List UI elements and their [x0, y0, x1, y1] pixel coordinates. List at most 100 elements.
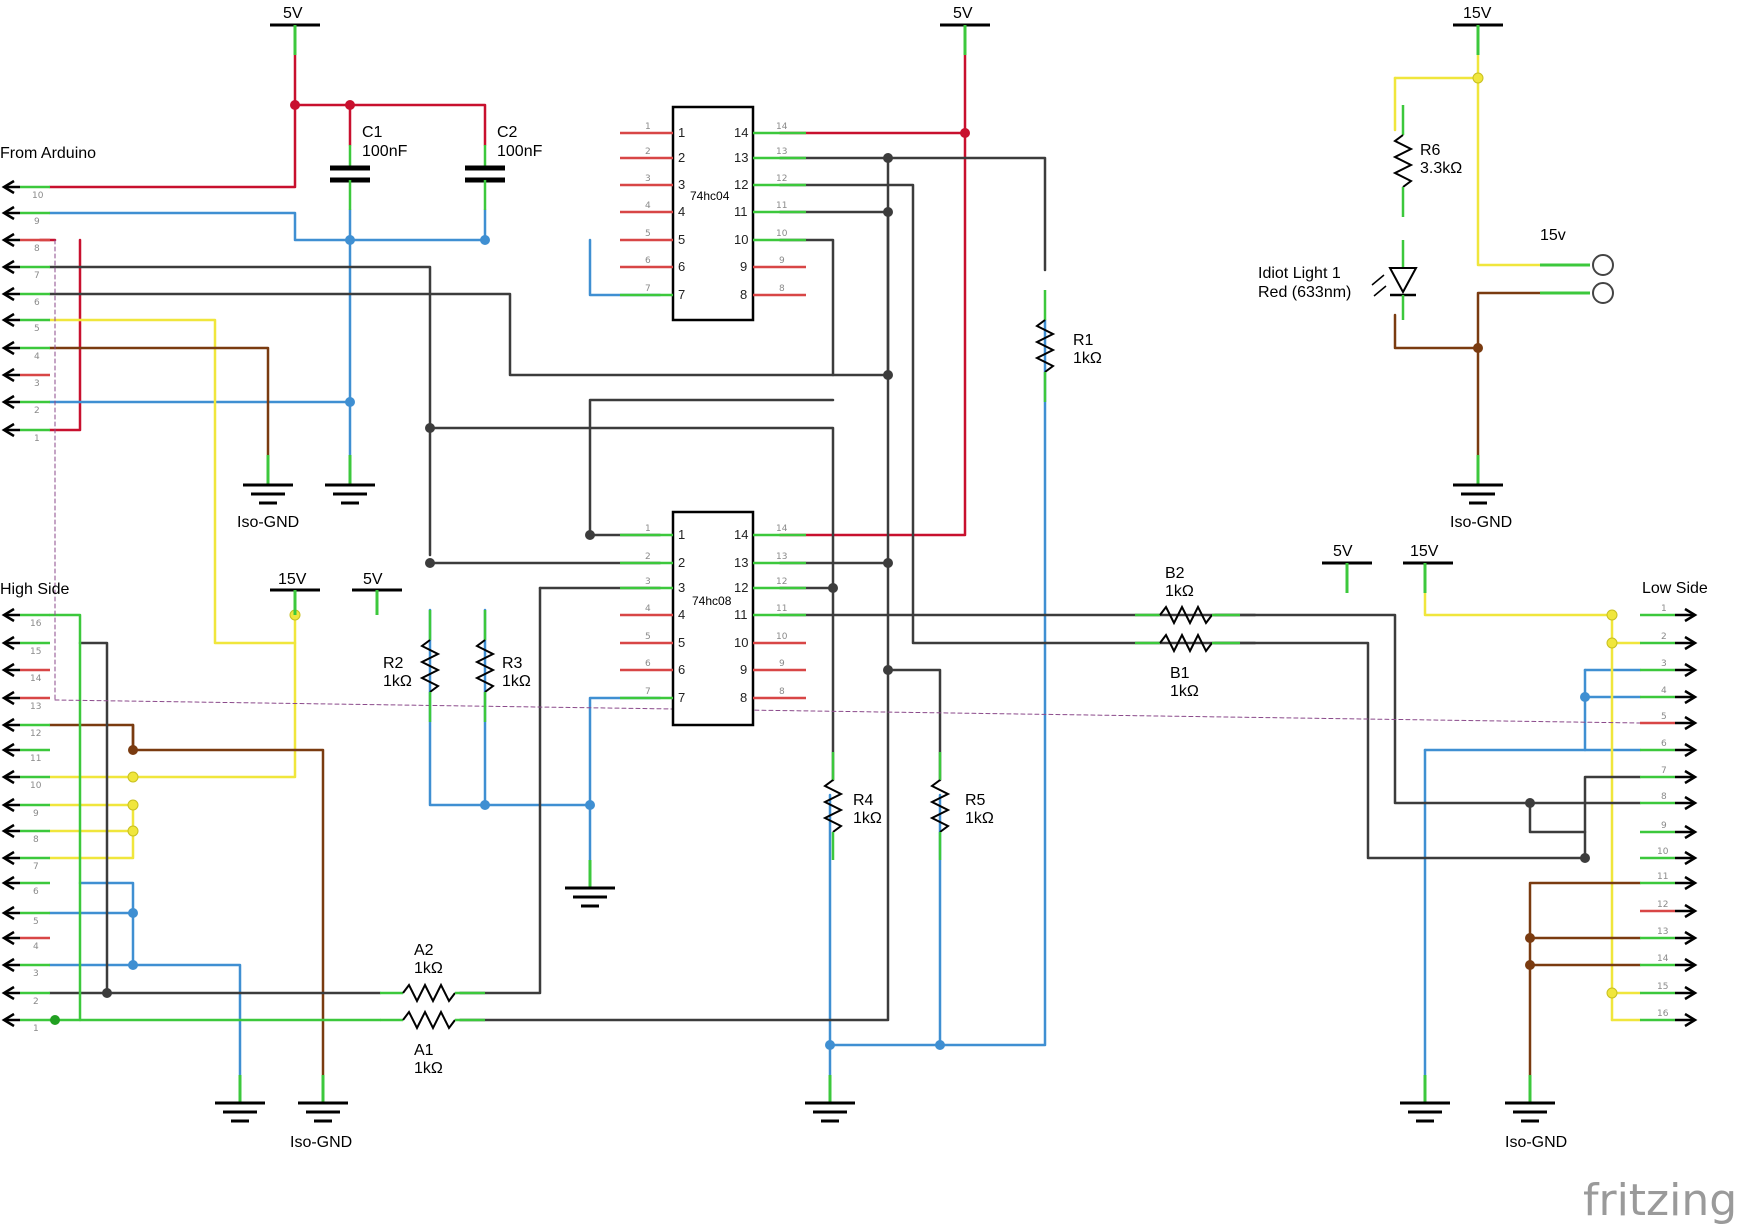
svg-text:10: 10 — [32, 191, 44, 201]
wire-blue — [48, 208, 1642, 1092]
svg-text:5: 5 — [678, 635, 685, 650]
resistor-value: 1kΩ — [1165, 583, 1194, 600]
svg-text:13: 13 — [1657, 927, 1668, 937]
svg-text:9: 9 — [779, 659, 785, 669]
svg-text:1: 1 — [678, 527, 685, 542]
resistor-r5: R5 1kΩ — [929, 752, 994, 860]
svg-text:11: 11 — [734, 204, 748, 219]
connector-label: 15v — [1540, 227, 1566, 244]
svg-text:6: 6 — [678, 662, 685, 677]
chip-pins-left — [620, 533, 673, 700]
svg-text:3: 3 — [1661, 659, 1667, 669]
capacitor-name: C1 — [362, 124, 383, 141]
header-low-side — [1640, 607, 1698, 1028]
power-5v-top-mid: 5V — [940, 5, 990, 55]
svg-text:10: 10 — [776, 632, 788, 642]
header-from-arduino — [1, 179, 50, 438]
power-5v-top-left: 5V — [270, 5, 320, 55]
label-from-arduino: From Arduino — [0, 145, 96, 162]
svg-text:8: 8 — [33, 835, 39, 845]
svg-text:2: 2 — [678, 150, 685, 165]
svg-text:2: 2 — [645, 552, 651, 562]
resistor-name: R4 — [853, 792, 874, 809]
svg-text:3: 3 — [645, 174, 651, 184]
svg-text:11: 11 — [776, 604, 787, 614]
svg-text:6: 6 — [1661, 739, 1667, 749]
capacitor-name: C2 — [497, 124, 518, 141]
connector-15v-out: 15v — [1540, 227, 1614, 304]
resistor-value: 1kΩ — [414, 960, 443, 977]
svg-text:7: 7 — [33, 862, 39, 872]
resistor-name: A2 — [414, 942, 434, 959]
resistor-value: 3.3kΩ — [1420, 160, 1462, 177]
svg-text:10: 10 — [1657, 847, 1669, 857]
ground-iso-3 — [1453, 455, 1503, 505]
ground-iso-1 — [243, 455, 293, 505]
junctions — [50, 72, 1618, 1050]
svg-text:1: 1 — [1661, 604, 1667, 614]
resistor-name: B1 — [1170, 665, 1190, 682]
svg-text:13: 13 — [776, 147, 787, 157]
label-high-side: High Side — [0, 581, 69, 598]
svg-text:7: 7 — [645, 284, 651, 294]
svg-text:3: 3 — [678, 177, 685, 192]
svg-text:8: 8 — [740, 287, 747, 302]
power-label-5v: 5V — [363, 571, 383, 588]
svg-text:5: 5 — [678, 232, 685, 247]
svg-text:13: 13 — [734, 555, 748, 570]
svg-text:4: 4 — [645, 201, 651, 211]
resistor-value: 1kΩ — [853, 810, 882, 827]
svg-text:12: 12 — [734, 177, 748, 192]
svg-text:1: 1 — [34, 434, 40, 444]
svg-text:10: 10 — [776, 229, 788, 239]
capacitor-c1: C1 100nF — [330, 124, 408, 210]
capacitor-value: 100nF — [497, 143, 543, 160]
capacitor-c2: C2 100nF — [465, 124, 543, 210]
svg-text:5: 5 — [645, 229, 651, 239]
ground-2 — [325, 455, 375, 505]
wire-brown — [48, 291, 1642, 1092]
svg-text:2: 2 — [1661, 632, 1667, 642]
svg-text:13: 13 — [776, 552, 787, 562]
power-15v-top-right: 15V — [1453, 5, 1503, 55]
svg-text:14: 14 — [1657, 954, 1669, 964]
resistor-value: 1kΩ — [414, 1060, 443, 1077]
svg-text:11: 11 — [30, 754, 41, 764]
resistor-value: 1kΩ — [502, 673, 531, 690]
svg-text:9: 9 — [34, 217, 40, 227]
svg-text:13: 13 — [30, 702, 41, 712]
svg-text:5: 5 — [1661, 712, 1667, 722]
svg-text:11: 11 — [776, 201, 787, 211]
power-label-5v: 5V — [283, 5, 303, 22]
resistor-name: R6 — [1420, 142, 1441, 159]
svg-text:11: 11 — [1657, 872, 1668, 882]
svg-text:1: 1 — [645, 122, 651, 132]
svg-text:12: 12 — [1657, 900, 1668, 910]
led-idiot-light: Idiot Light 1 Red (633nm) — [1258, 240, 1418, 320]
svg-text:8: 8 — [779, 284, 785, 294]
chip-pins-right — [753, 131, 806, 297]
resistor-r1: R1 1kΩ — [1034, 290, 1102, 402]
resistor-r6: R6 3.3kΩ — [1392, 105, 1462, 217]
svg-text:2: 2 — [678, 555, 685, 570]
power-15v-low-side: 15V — [1403, 543, 1453, 593]
svg-text:4: 4 — [1661, 686, 1667, 696]
svg-text:9: 9 — [33, 809, 39, 819]
svg-text:7: 7 — [678, 287, 685, 302]
ground-3 — [565, 860, 615, 908]
svg-text:12: 12 — [776, 174, 787, 184]
resistor-name: R2 — [383, 655, 404, 672]
svg-text:12: 12 — [30, 729, 41, 739]
power-label-5v: 5V — [1333, 543, 1353, 560]
resistor-name: R5 — [965, 792, 986, 809]
svg-text:7: 7 — [34, 271, 40, 281]
svg-text:9: 9 — [740, 259, 747, 274]
svg-text:14: 14 — [30, 674, 42, 684]
svg-text:16: 16 — [1657, 1009, 1669, 1019]
svg-text:7: 7 — [1661, 766, 1667, 776]
ground-4 — [215, 1075, 265, 1123]
